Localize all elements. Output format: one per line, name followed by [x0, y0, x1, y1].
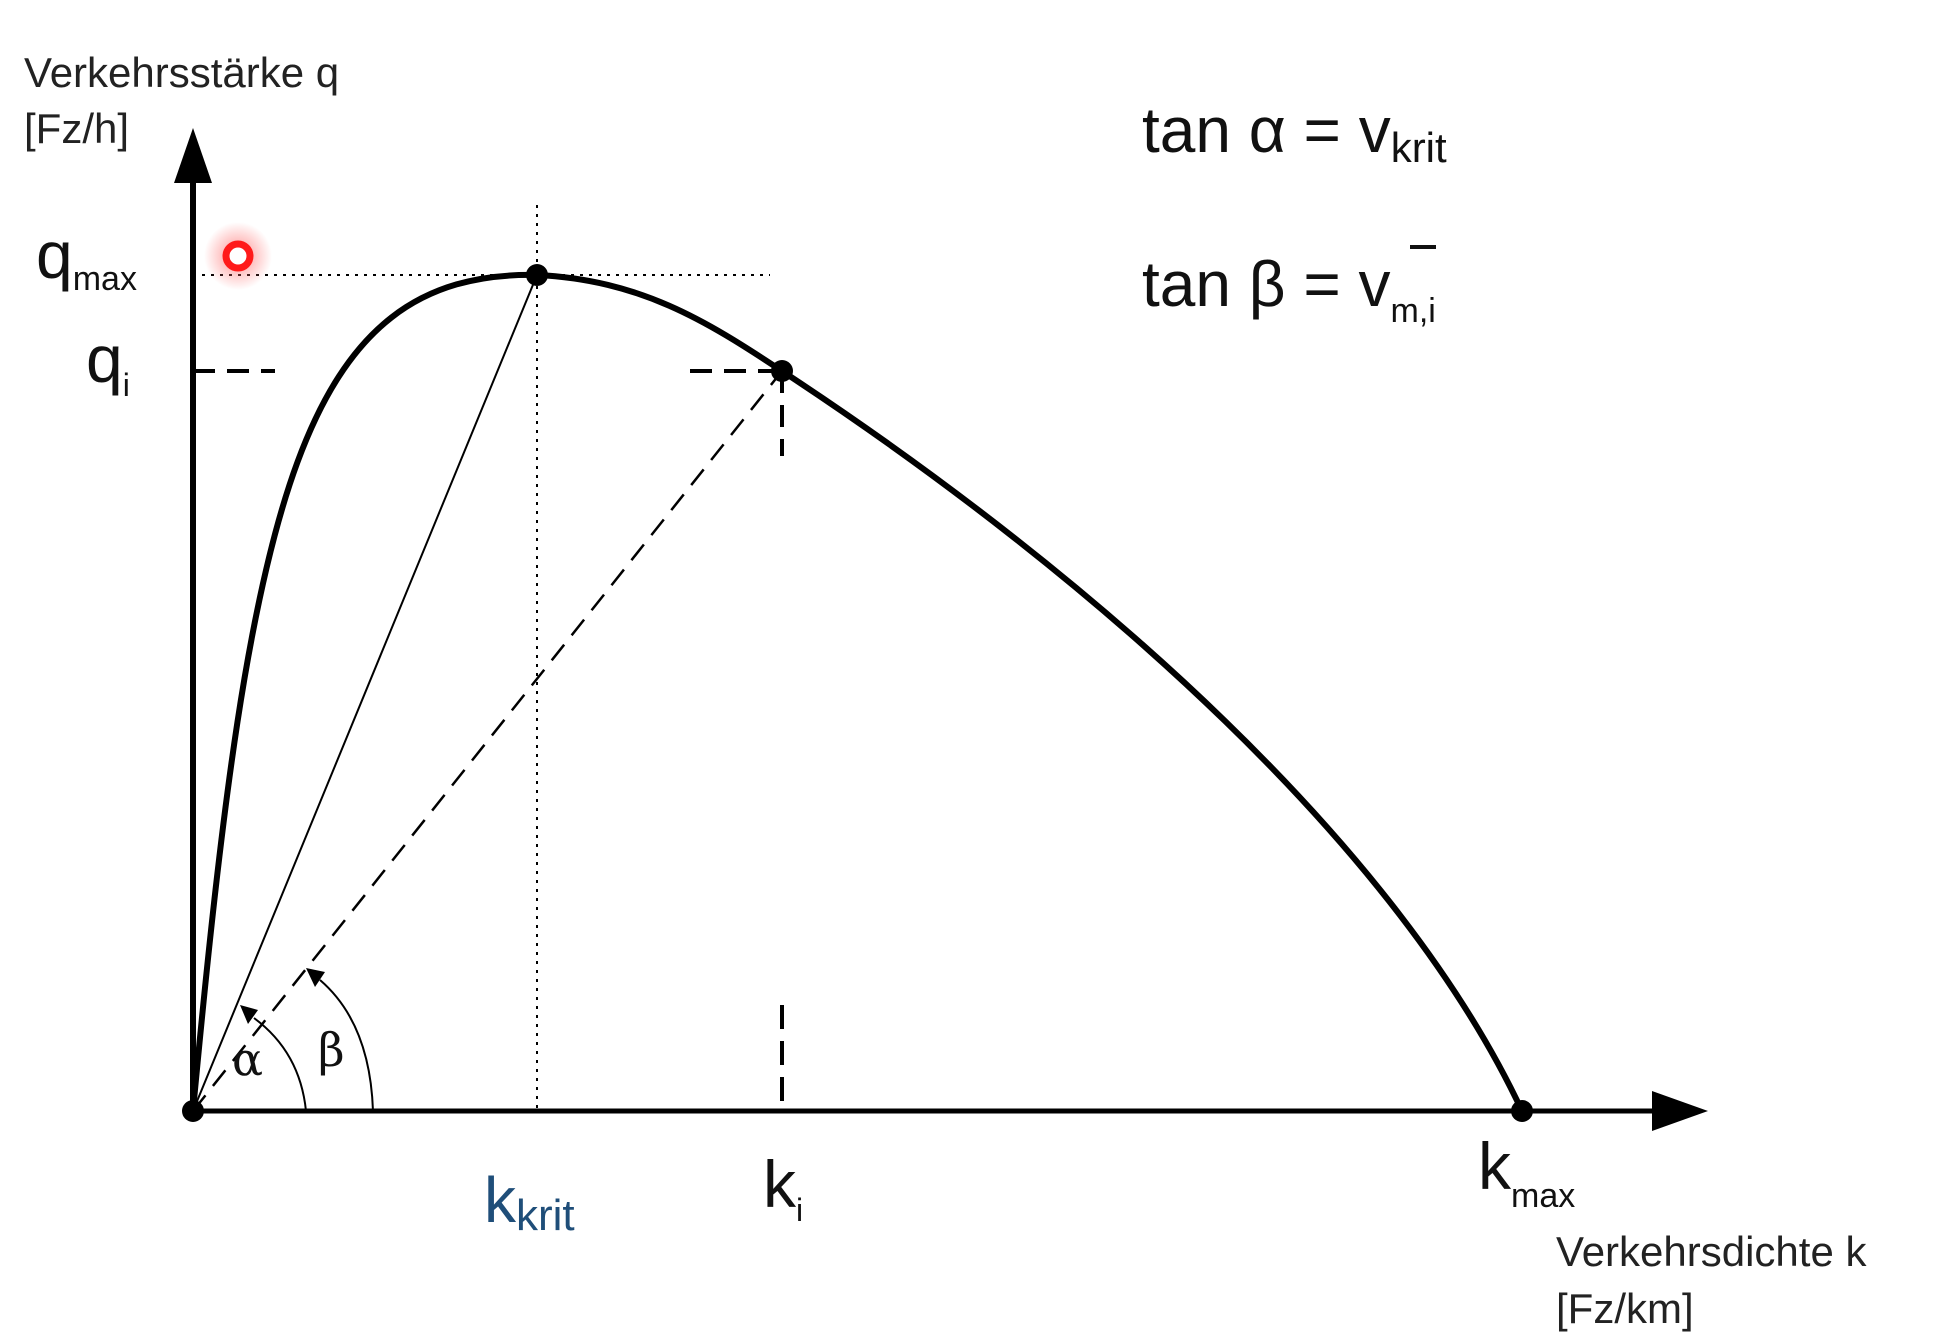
x-axis-unit: [Fz/km]: [1556, 1285, 1694, 1332]
alpha-angle-arc: [253, 1017, 307, 1112]
qmax-point: [526, 264, 548, 286]
y-axis-arrowhead: [174, 128, 212, 183]
x-axis-arrowhead: [1652, 1091, 1708, 1131]
kmax-point: [1511, 1100, 1533, 1122]
formula-beta: tan β = vm,i: [1142, 248, 1436, 330]
alpha-angle-label: α: [232, 1032, 263, 1086]
kmax-label: kmax: [1478, 1129, 1575, 1215]
formula-alpha: tan α = vkrit: [1142, 94, 1447, 171]
qi-point: [771, 360, 793, 382]
flow-density-curve: [190, 271, 1525, 1114]
ki-label: ki: [763, 1147, 803, 1228]
alpha-arc-arrowhead: [240, 1005, 258, 1024]
beta-arc-arrowhead: [306, 968, 325, 987]
beta-angle-arc: [319, 979, 374, 1112]
kkrit-label: kkrit: [484, 1164, 575, 1240]
y-axis-label: Verkehrsstärke q: [24, 49, 339, 96]
cursor-dot: [222, 240, 254, 272]
beta-angle-label: β: [318, 1023, 345, 1077]
x-axis-label: Verkehrsdichte k: [1556, 1228, 1867, 1275]
secant-beta-line: [192, 370, 783, 1112]
y-axis-unit: [Fz/h]: [24, 105, 129, 152]
origin-point: [182, 1100, 204, 1122]
qi-label: qi: [86, 322, 130, 403]
qmax-label: qmax: [36, 218, 137, 298]
secant-alpha-line: [192, 274, 538, 1112]
